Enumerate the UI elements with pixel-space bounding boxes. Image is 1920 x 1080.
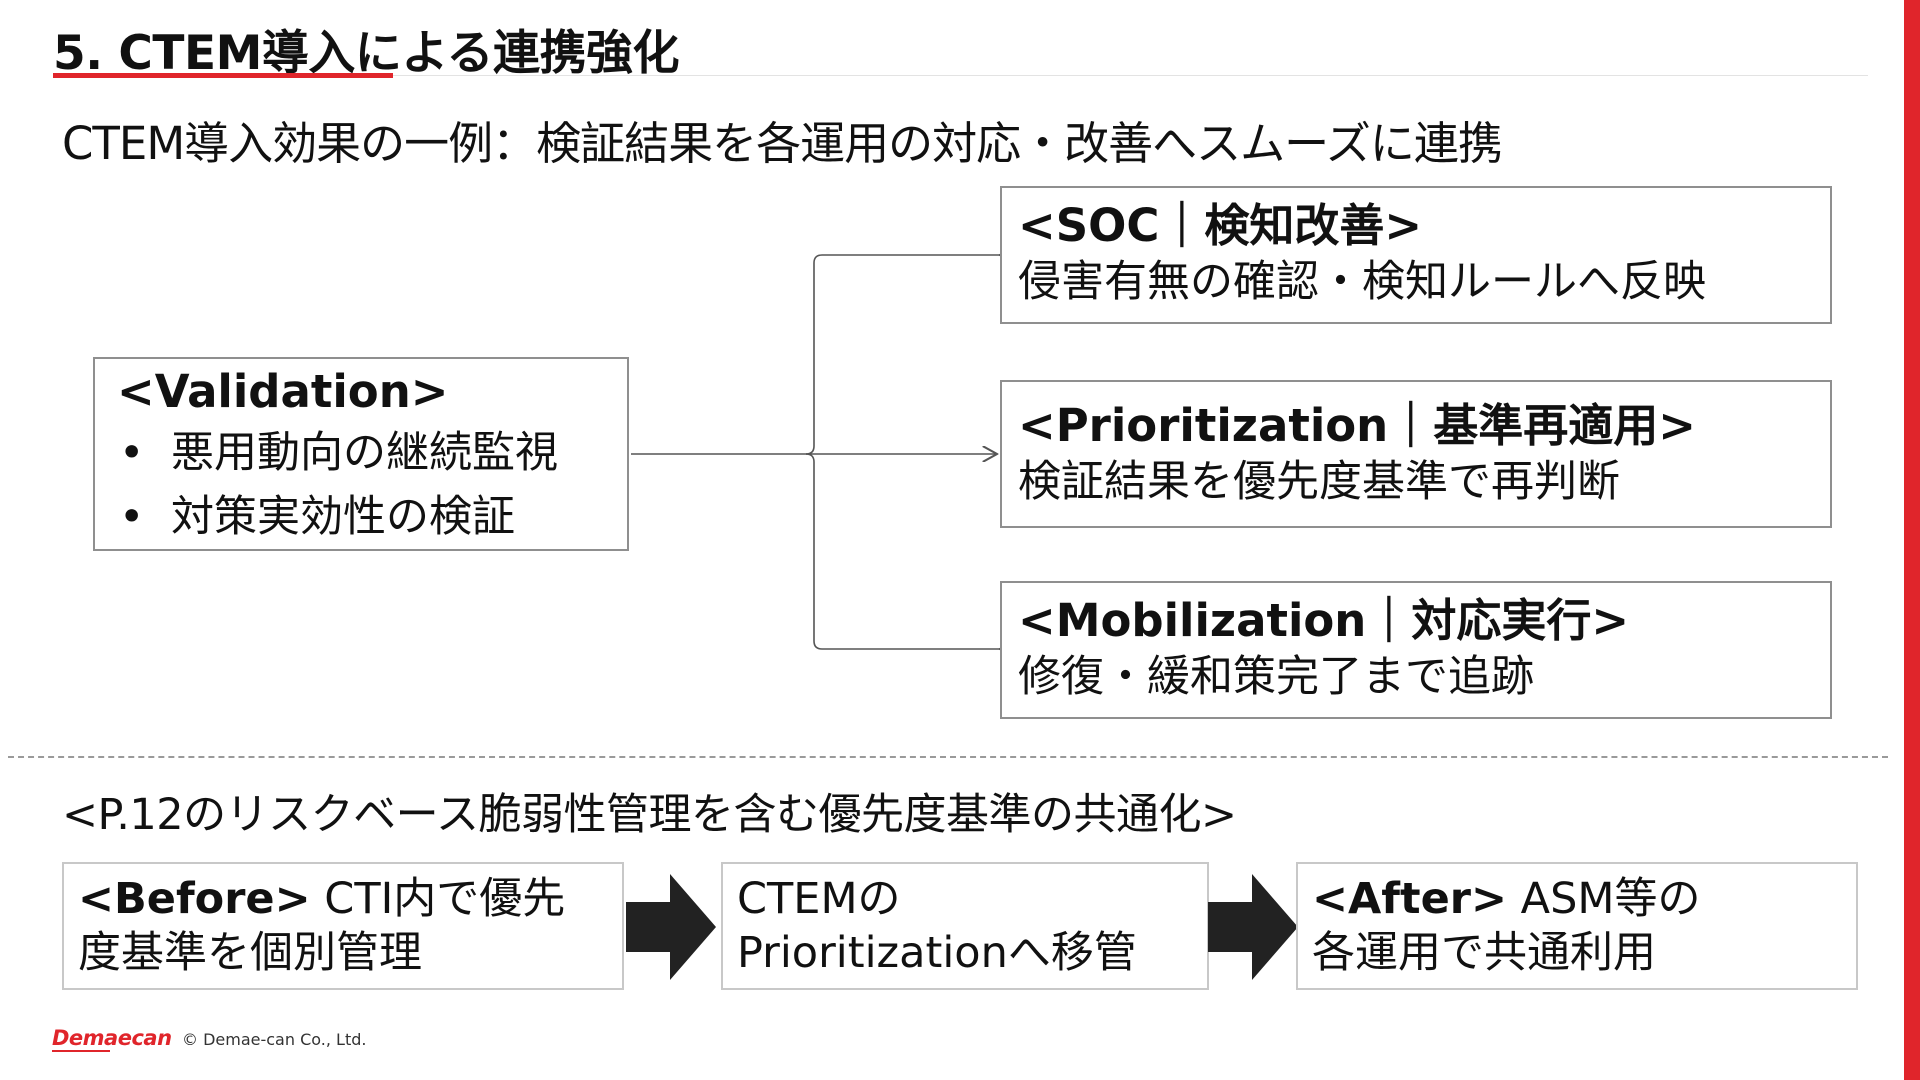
arrow-right-icon — [1208, 874, 1298, 980]
page-subtitle: CTEM導入効果の一例：検証結果を各運用の対応・改善へスムーズに連携 — [62, 117, 1503, 170]
bullet-icon: • — [119, 428, 145, 478]
title-accent-underline — [53, 73, 393, 78]
before-box: <Before> CTI内で優先 度基準を個別管理 — [62, 862, 624, 990]
bullet-icon: • — [119, 492, 145, 542]
list-item: • 悪用動向の継続監視 — [117, 421, 627, 485]
before-line1: CTI内で優先 — [324, 874, 566, 924]
arrow-right-icon — [626, 874, 716, 980]
mobilization-heading: <Mobilization｜対応実行> — [1018, 594, 1630, 647]
migration-line1: CTEMの — [737, 874, 901, 924]
validation-heading: <Validation> — [117, 365, 449, 418]
after-line2: 各運用で共通利用 — [1312, 928, 1656, 978]
migration-box: CTEMの Prioritizationへ移管 — [721, 862, 1209, 990]
section-divider — [8, 756, 1888, 758]
migration-line2: Prioritizationへ移管 — [737, 928, 1137, 978]
prioritization-body: 検証結果を優先度基準で再判断 — [1018, 457, 1620, 507]
soc-heading: <SOC｜検知改善> — [1018, 199, 1423, 252]
list-item: • 対策実効性の検証 — [117, 485, 627, 549]
validation-item-text: 対策実効性の検証 — [171, 492, 515, 542]
connector-branch-soc — [805, 255, 1000, 455]
soc-box: <SOC｜検知改善> 侵害有無の確認・検知ルールへ反映 — [1000, 186, 1832, 324]
logo-underline — [52, 1050, 110, 1052]
after-tag: <After> — [1312, 874, 1507, 924]
page-title: 5. CTEM導入による連携強化 — [53, 26, 679, 81]
validation-item-text: 悪用動向の継続監視 — [171, 428, 558, 478]
prioritization-heading: <Prioritization｜基準再適用> — [1018, 399, 1696, 452]
title-divider — [53, 75, 1868, 76]
mobilization-box: <Mobilization｜対応実行> 修復・緩和策完了まで追跡 — [1000, 581, 1832, 719]
copyright-text: © Demae-can Co., Ltd. — [182, 1030, 367, 1049]
mobilization-body: 修復・緩和策完了まで追跡 — [1018, 652, 1534, 702]
common-criteria-heading: <P.12のリスクベース脆弱性管理を含む優先度基準の共通化> — [62, 790, 1237, 840]
prioritization-box: <Prioritization｜基準再適用> 検証結果を優先度基準で再判断 — [1000, 380, 1832, 528]
validation-box: <Validation> • 悪用動向の継続監視 • 対策実効性の検証 — [93, 357, 629, 551]
before-line2: 度基準を個別管理 — [78, 928, 422, 978]
after-box: <After> ASM等の 各運用で共通利用 — [1296, 862, 1858, 990]
brand-side-bar — [1904, 0, 1920, 1080]
company-logo: Demaecan — [52, 1026, 172, 1050]
after-line1: ASM等の — [1520, 874, 1701, 924]
soc-body: 侵害有無の確認・検知ルールへ反映 — [1018, 257, 1706, 307]
validation-list: • 悪用動向の継続監視 • 対策実効性の検証 — [117, 421, 627, 549]
before-tag: <Before> — [78, 874, 311, 924]
flow-connectors — [631, 0, 1920, 760]
connector-branch-mobilization — [805, 453, 1000, 649]
